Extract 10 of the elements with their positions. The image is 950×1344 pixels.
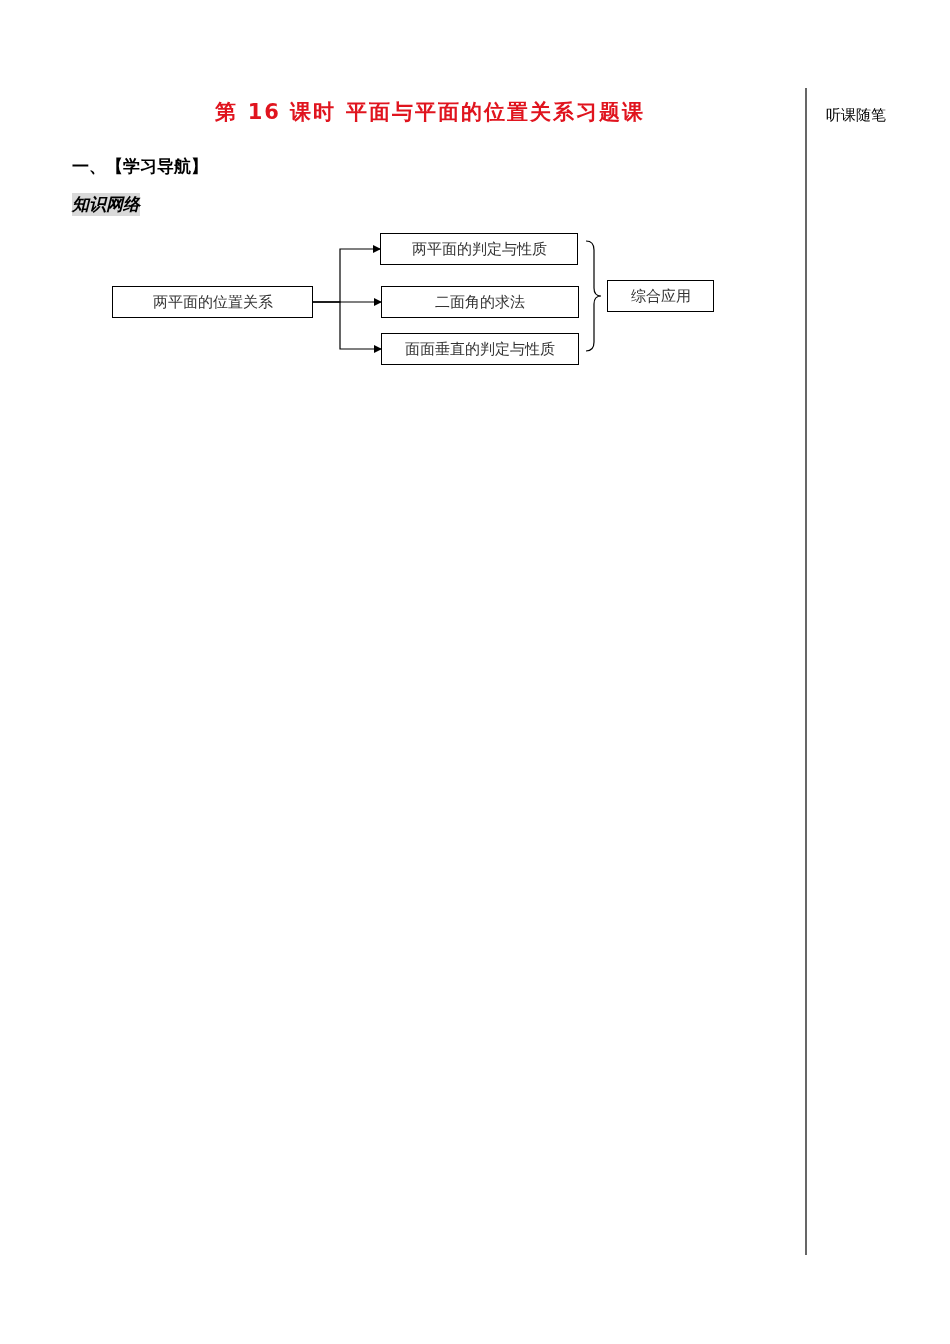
topic-box: 综合应用 (607, 280, 714, 312)
topic-box: 二面角的求法 (381, 286, 579, 318)
topic-box: 面面垂直的判定与性质 (381, 333, 579, 365)
section-heading: 一、【学习导航】 (72, 155, 208, 178)
subheading: 知识网络 (72, 193, 140, 216)
margin-note: 听课随笔 (826, 106, 886, 125)
topic-box: 两平面的判定与性质 (380, 233, 578, 265)
page-title: 第 16 课时 平面与平面的位置关系习题课 (214, 99, 646, 126)
arrow (312, 301, 382, 353)
topic-box: 两平面的位置关系 (112, 286, 313, 318)
